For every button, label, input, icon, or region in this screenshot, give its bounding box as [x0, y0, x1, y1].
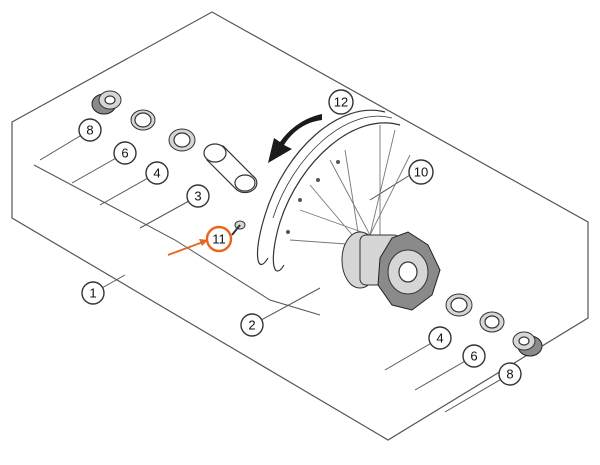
svg-text:4: 4	[436, 331, 443, 346]
spacer-left	[91, 90, 122, 115]
svg-text:6: 6	[121, 146, 128, 161]
callout-4-left: 4	[145, 161, 169, 185]
rim	[256, 109, 401, 272]
leader-hub-axis	[33, 164, 321, 316]
highlight-arrow	[167, 241, 204, 256]
svg-text:8: 8	[86, 123, 93, 138]
callout-3: 3	[186, 184, 210, 208]
screw	[231, 220, 246, 236]
leader-10	[369, 174, 411, 201]
leader-2	[251, 287, 321, 326]
distance-bush	[203, 143, 258, 194]
callout-6-right: 6	[462, 344, 486, 368]
hub	[341, 231, 441, 311]
svg-text:12: 12	[334, 95, 348, 110]
svg-text:1: 1	[89, 286, 96, 301]
spacer-right	[512, 331, 543, 357]
callout-6-left: 6	[113, 141, 137, 165]
callout-1: 1	[81, 281, 105, 305]
shaft-seal-right	[479, 311, 505, 333]
bearing-right	[445, 293, 473, 317]
direction-arrow	[268, 114, 322, 163]
svg-text:4: 4	[153, 166, 160, 181]
svg-text:11: 11	[212, 232, 226, 247]
assembly-frame	[11, 11, 589, 441]
svg-text:10: 10	[414, 165, 428, 180]
callout-8-right: 8	[498, 362, 522, 386]
svg-text:6: 6	[470, 349, 477, 364]
callout-12: 12	[328, 89, 354, 115]
highlight-arrowhead	[199, 239, 208, 246]
spokes	[289, 125, 411, 251]
svg-text:2: 2	[248, 318, 255, 333]
shaft-seal-left	[130, 109, 156, 131]
bearing-left	[168, 128, 196, 152]
callout-11: 11	[205, 225, 233, 253]
callout-4-right: 4	[428, 326, 452, 350]
callout-2: 2	[240, 313, 264, 337]
callout-8-left: 8	[78, 118, 102, 142]
svg-text:8: 8	[506, 367, 513, 382]
callout-10: 10	[408, 159, 434, 185]
leader-8-right	[444, 373, 511, 413]
svg-text:3: 3	[194, 189, 201, 204]
